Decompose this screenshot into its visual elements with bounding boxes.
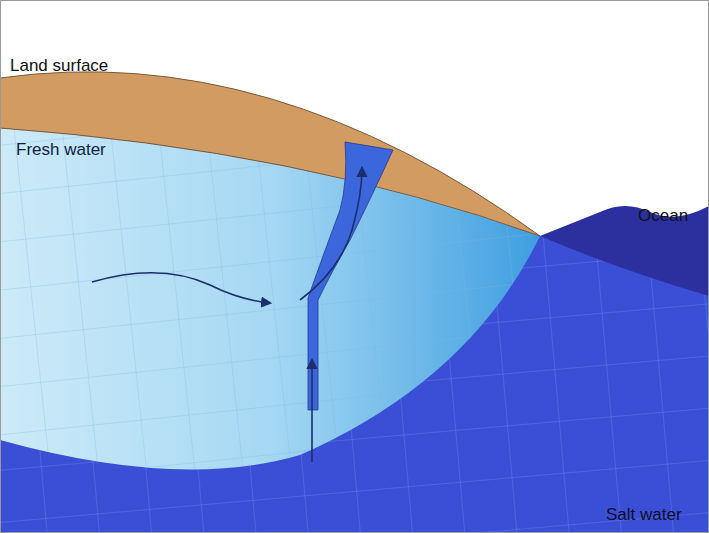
- region-label: Fresh water: [16, 140, 106, 160]
- region-label: Ocean: [638, 206, 688, 226]
- region-label: Land surface: [10, 56, 108, 76]
- ocean-water: [540, 206, 709, 296]
- region-label: Salt water: [606, 505, 682, 525]
- fresh-water-lens: [0, 128, 540, 469]
- land-surface-band: [0, 72, 540, 236]
- fresh-flow-arrow: [92, 273, 270, 303]
- discharge-arrow: [300, 168, 362, 300]
- fresh-water-grid: [0, 128, 540, 469]
- well-channel: [308, 142, 393, 410]
- upconing-arrow: [311, 360, 313, 462]
